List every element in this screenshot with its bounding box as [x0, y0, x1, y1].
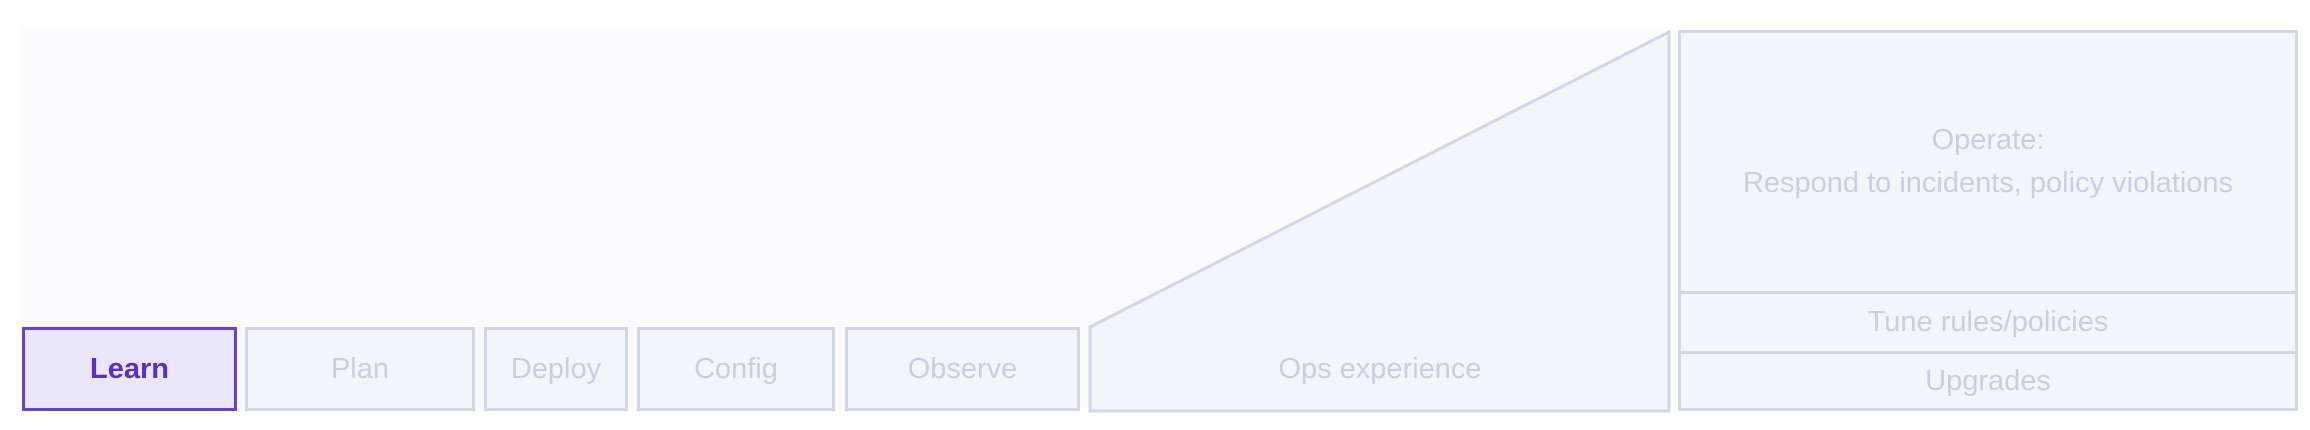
tune-rules-box[interactable]: Tune rules/policies — [1678, 291, 2298, 354]
ops-experience-label[interactable]: Ops experience — [1278, 352, 1482, 385]
step-deploy[interactable]: Deploy — [484, 327, 628, 411]
operate-subtitle: Respond to incidents, policy violations — [1742, 167, 2234, 199]
step-learn[interactable]: Learn — [22, 327, 237, 411]
step-observe[interactable]: Observe — [845, 327, 1080, 411]
step-config[interactable]: Config — [637, 327, 835, 411]
upgrades-box[interactable]: Upgrades — [1678, 351, 2298, 411]
operate-title: Operate: — [1931, 123, 2045, 156]
operate-box[interactable]: Operate: Respond to incidents, policy vi… — [1678, 30, 2298, 294]
ramp-shape — [1088, 29, 1671, 413]
step-plan[interactable]: Plan — [245, 327, 475, 411]
